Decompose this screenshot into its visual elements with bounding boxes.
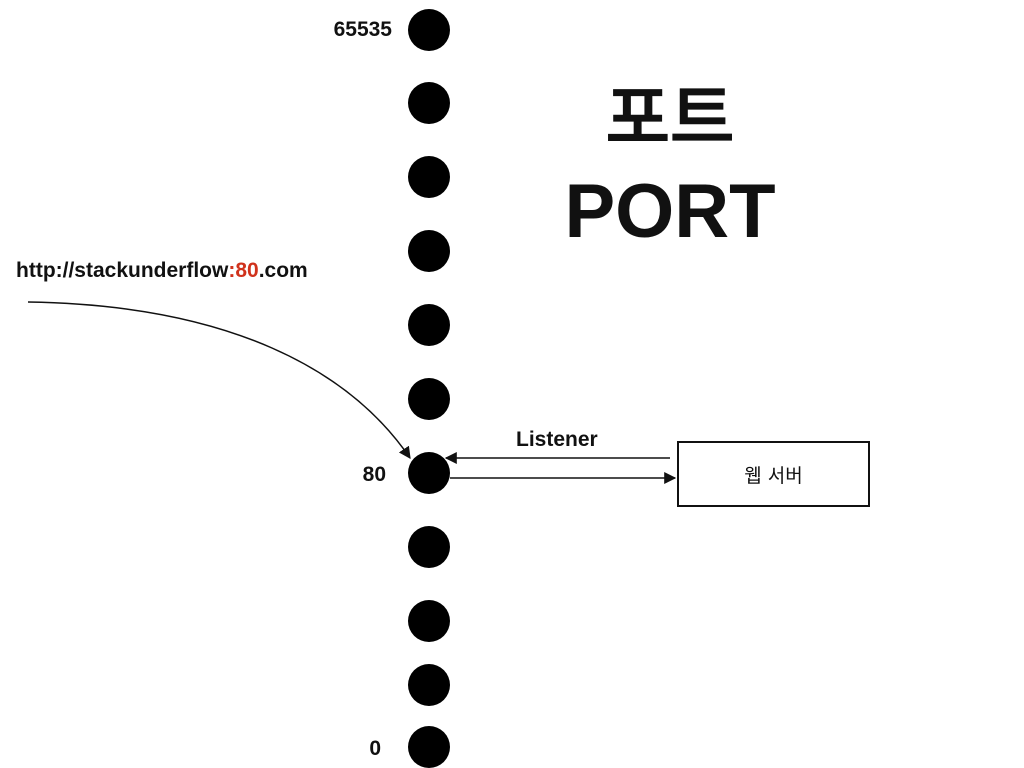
- url-prefix: http://stackunderflow: [16, 259, 229, 282]
- title-korean: 포트: [605, 77, 735, 159]
- port-dot: [408, 304, 450, 346]
- incoming-request-arrow: [27, 301, 411, 459]
- port-dot: [408, 82, 450, 124]
- port-dot: [408, 726, 450, 768]
- listener-label: Listener: [516, 428, 598, 451]
- url-port: :80: [228, 259, 259, 282]
- web-server-label: 웹 서버: [744, 464, 803, 487]
- web-server-box: 웹 서버: [677, 441, 870, 507]
- port-dot: [408, 452, 450, 494]
- port-label-65535: 65535: [333, 18, 392, 41]
- title-english: PORT: [564, 169, 776, 254]
- request-url: http://stackunderflow:80.com: [16, 259, 308, 283]
- port-dot: [408, 156, 450, 198]
- url-suffix: .com: [258, 259, 308, 282]
- port-label-80: 80: [362, 463, 386, 486]
- port-dot: [408, 600, 450, 642]
- port-dot: [408, 664, 450, 706]
- port-dot: [408, 9, 450, 51]
- port-dot: [408, 378, 450, 420]
- port-dot: [408, 230, 450, 272]
- port-dot: [408, 526, 450, 568]
- port-dots: [408, 9, 450, 768]
- port-label-0: 0: [369, 737, 381, 760]
